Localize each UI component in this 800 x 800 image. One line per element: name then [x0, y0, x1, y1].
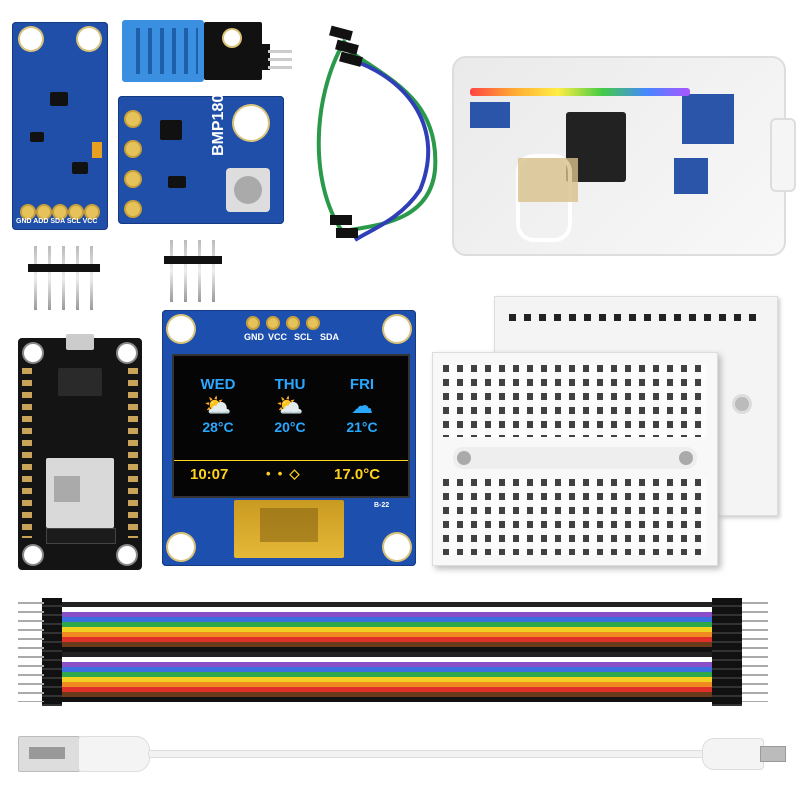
module [470, 102, 510, 128]
usb-a-plug [18, 736, 80, 772]
component [168, 176, 186, 188]
storage-box [452, 56, 796, 256]
forecast-day-3: FRI ☁ 21°C [332, 376, 392, 435]
mount-hole [168, 534, 194, 560]
usb-cable-wire [148, 750, 710, 758]
pins-right [742, 602, 768, 702]
component [30, 132, 44, 142]
day-name: THU [274, 376, 306, 393]
oled-pin-sda: SDA [320, 332, 340, 342]
oled-current-temp: 17.0°C [334, 466, 381, 483]
connector-left [42, 598, 62, 706]
micro-usb-port [66, 334, 94, 350]
pressure-sensor [226, 168, 270, 212]
sensor-chip [50, 92, 68, 106]
mount-hole [20, 28, 42, 50]
oled-time: 10:07 [190, 466, 229, 483]
mount-hole [384, 316, 410, 342]
component [72, 162, 88, 174]
usb-uart-chip [58, 368, 102, 396]
mount-hole [735, 397, 749, 411]
pin-row-right [128, 368, 138, 538]
oled-flex-cable [234, 500, 344, 558]
breadboard-holes [495, 297, 777, 338]
mount-hole [384, 534, 410, 560]
bh1750-module: GND ADD SDA SCL VCC [12, 22, 108, 230]
bh1750-pin-labels: GND ADD SDA SCL VCC [16, 218, 98, 225]
nodemcu-board [18, 334, 142, 570]
partly-cloudy-icon: ⛅ [204, 393, 232, 418]
connector-right [712, 598, 742, 706]
module [674, 158, 708, 194]
breadboard-holes-bottom [443, 479, 707, 555]
day-temp: 20°C [274, 419, 306, 435]
pin-row-left [22, 368, 32, 538]
dht11-grille [122, 20, 204, 82]
mount-hole [234, 106, 268, 140]
mount-hole [78, 28, 100, 50]
partly-cloudy-icon: ⛅ [276, 393, 304, 418]
loose-jumper-wires [316, 25, 438, 242]
dupont-ribbon-cable [18, 598, 782, 706]
breadboard-holes-top [443, 365, 707, 437]
forecast-day-2: THU ⛅ 20°C [260, 376, 320, 435]
oled-status-dots: • • ◇ [266, 466, 300, 481]
oled-pin-scl: SCL [294, 332, 312, 342]
oled-board-code: B-22 [374, 502, 390, 509]
micro-usb-housing [702, 738, 764, 770]
dht11-board [204, 22, 262, 80]
day-name: WED [200, 376, 236, 393]
module [682, 94, 734, 144]
day-temp: 21°C [346, 419, 378, 435]
pins-left [18, 602, 44, 702]
regulator-chip [160, 120, 182, 140]
pin-header-5 [28, 246, 100, 312]
mount-hole [168, 316, 194, 342]
mini-breadboard-front [432, 352, 718, 566]
ribbon-wires [62, 602, 732, 702]
divider-line [174, 460, 408, 461]
cloud-icon: ☁ [351, 393, 373, 418]
box-latch [770, 118, 796, 192]
usb-a-housing [78, 736, 150, 772]
capacitor [92, 142, 102, 158]
oled-screen: WED ⛅ 28°C THU ⛅ 20°C FRI ☁ 21°C 10:07 •… [172, 354, 410, 498]
forecast-day-1: WED ⛅ 28°C [188, 376, 248, 435]
day-temp: 28°C [202, 419, 234, 435]
bmp180-label: BMP180 [210, 93, 227, 156]
oled-pin-gnd: GND [244, 332, 264, 342]
usb-cable [18, 730, 786, 776]
esp8266-module [46, 458, 114, 528]
antenna [46, 528, 116, 544]
oled-pin-vcc: VCC [268, 332, 288, 342]
oled-module: GND VCC SCL SDA WED ⛅ 28°C THU ⛅ 20°C FR… [162, 310, 416, 566]
breadboard-center-channel [453, 447, 697, 469]
tape [518, 158, 578, 202]
bmp180-module: BMP180 [118, 93, 284, 224]
dht11-module [122, 20, 292, 82]
ribbon-wires [470, 88, 690, 96]
day-name: FRI [349, 376, 375, 393]
pin-header-4 [164, 240, 222, 304]
micro-usb-plug [760, 746, 786, 762]
